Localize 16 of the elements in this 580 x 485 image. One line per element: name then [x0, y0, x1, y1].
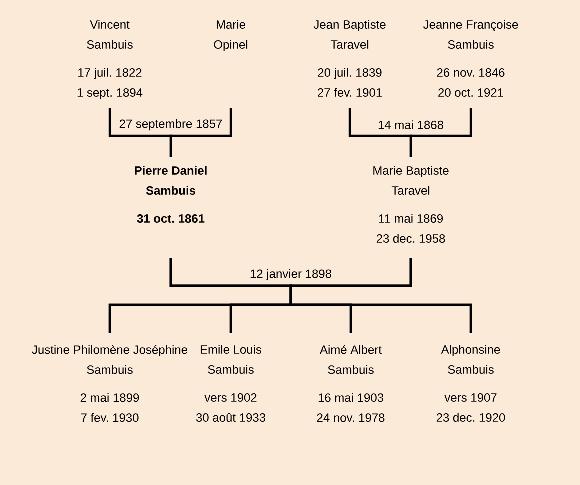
edge-label: 14 mai 1868: [376, 120, 446, 130]
person-label: Jean Baptiste Taravel 20 juil. 1839 27 fev. 1901: [314, 20, 386, 97]
person-label: Marie Baptiste Taravel 11 mai 1869 23 dec. 1958: [374, 166, 449, 243]
connector-line: [170, 108, 232, 157]
connector-line: [290, 258, 472, 333]
edge-label: 12 janvier 1898: [248, 268, 334, 282]
person-label: Aimé Albert Sambuis 16 mai 1903 24 nov. 1978: [317, 345, 385, 422]
person-label: Pierre Daniel Sambuis 31 oct. 1861: [135, 166, 207, 224]
person-label: Jeanne Françoise Sambuis 26 nov. 1846 20 oct. 1921: [424, 20, 518, 97]
edge-label: 27 septembre 1857: [118, 118, 224, 132]
person-label: Marie Opinel: [214, 20, 248, 52]
person-label: Justine Philomène Joséphine Sambuis 2 mai 1899 7 fev. 1930: [32, 345, 188, 422]
connector-line: [410, 108, 472, 157]
person-label: Vincent Sambuis 17 juil. 1822 1 sept. 1894: [78, 20, 143, 100]
person-label: Alphonsine Sambuis vers 1907 23 dec. 1920: [436, 345, 506, 422]
person-label: Emile Louis Sambuis vers 1902 30 août 1933: [196, 345, 266, 422]
